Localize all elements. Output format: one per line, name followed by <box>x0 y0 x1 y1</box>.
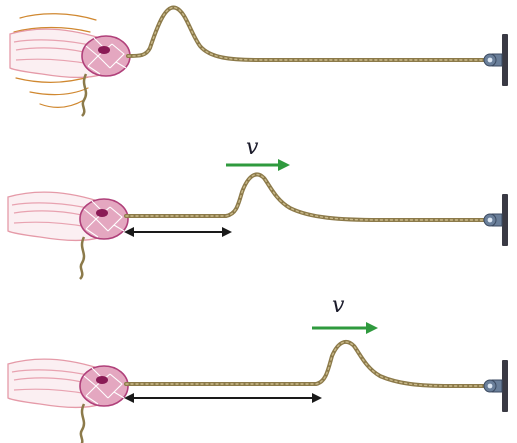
rope <box>126 5 487 62</box>
velocity-arrow <box>226 159 290 171</box>
rope <box>124 172 487 222</box>
velocity-label: v <box>246 135 259 160</box>
wall-mount-icon <box>483 33 509 87</box>
panel-3: v <box>6 293 509 443</box>
panel-2: v <box>6 135 509 281</box>
distance-arrow <box>124 393 322 403</box>
velocity-arrow <box>312 322 378 334</box>
wall-mount-icon <box>483 193 509 247</box>
hand-icon <box>6 357 130 443</box>
hand-icon <box>8 27 132 118</box>
wall-mount-icon <box>483 359 509 413</box>
velocity-label: v <box>332 293 345 318</box>
hand-icon <box>6 190 130 281</box>
rope <box>124 339 487 388</box>
hand-motion-lines <box>13 13 97 109</box>
distance-arrow <box>124 227 232 237</box>
panel-1 <box>8 5 509 118</box>
